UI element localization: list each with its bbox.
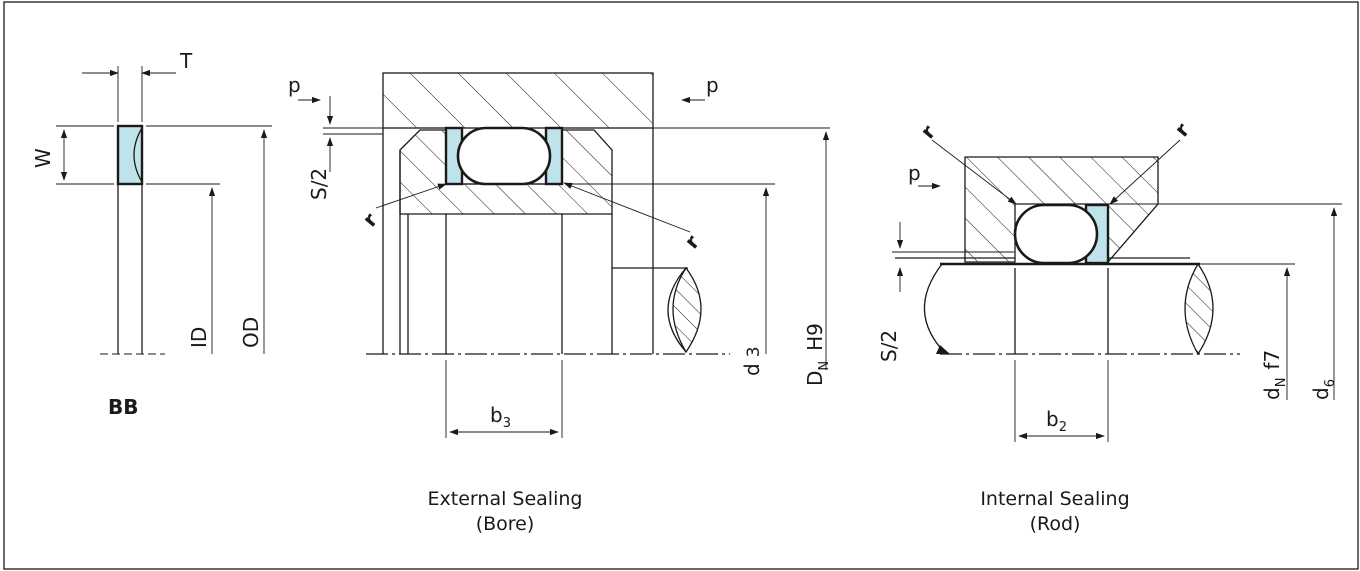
label-S2-int: S/2 xyxy=(877,330,901,362)
svg-text:dNf7: dNf7 xyxy=(1260,350,1289,400)
label-dN-tol: f7 xyxy=(1260,350,1284,370)
label-dN-sub: N xyxy=(1274,378,1289,388)
bore-housing xyxy=(382,72,654,129)
label-d3: d xyxy=(740,363,764,376)
bb-backup-ring-view: T W ID OD BB xyxy=(31,49,272,419)
svg-text:d3: d3 xyxy=(740,346,764,376)
label-S2-ext: S/2 xyxy=(307,168,331,200)
svg-text:DNH9: DN H9 xyxy=(803,323,832,386)
caption-external-line1: External Sealing xyxy=(428,488,583,510)
label-T: T xyxy=(179,49,193,73)
label-BB: BB xyxy=(108,395,139,419)
label-r-ext-right: r xyxy=(679,230,704,253)
caption-internal-line1: Internal Sealing xyxy=(980,488,1129,510)
label-r-ext-left: r xyxy=(357,208,382,231)
label-p-int: p xyxy=(908,161,921,185)
label-b3: b xyxy=(490,403,503,427)
label-DN: D xyxy=(803,371,827,386)
label-OD: OD xyxy=(239,317,263,348)
label-DN-sub: N xyxy=(817,361,832,371)
label-dN: d xyxy=(1260,387,1284,400)
label-DN-tol: H9 xyxy=(803,323,827,351)
label-b3-sub: 3 xyxy=(503,416,511,431)
label-d6: d xyxy=(1309,387,1333,400)
label-b2-sub: 2 xyxy=(1059,420,1067,435)
label-p-ext-right: p xyxy=(706,73,719,97)
internal-sealing-view: p r r S/2 dNf7 d6 b2 Internal Sealing (R… xyxy=(877,118,1342,535)
label-W: W xyxy=(31,148,55,168)
label-d3-sub: 3 xyxy=(744,346,764,357)
label-b2: b xyxy=(1046,407,1059,431)
svg-text:b3: b3 xyxy=(490,403,511,431)
svg-text:b2: b2 xyxy=(1046,407,1067,435)
label-r-int-right: r xyxy=(1169,118,1194,141)
caption-external-line2: (Bore) xyxy=(476,513,535,535)
o-ring-int xyxy=(1013,203,1099,265)
label-ID: ID xyxy=(187,327,211,348)
drawing-border xyxy=(3,1,1359,570)
caption-internal-line2: (Rod) xyxy=(1030,513,1081,535)
label-p-ext-left: p xyxy=(288,73,301,97)
rod-int-break-section xyxy=(1184,262,1214,356)
o-ring xyxy=(456,126,552,186)
label-d6-sub: 6 xyxy=(1323,379,1338,387)
label-r-int-left: r xyxy=(915,120,940,143)
svg-text:d6: d6 xyxy=(1309,379,1338,400)
external-sealing-view: p p S/2 r r d3 DNH9 b3 External Sealing … xyxy=(288,72,832,535)
